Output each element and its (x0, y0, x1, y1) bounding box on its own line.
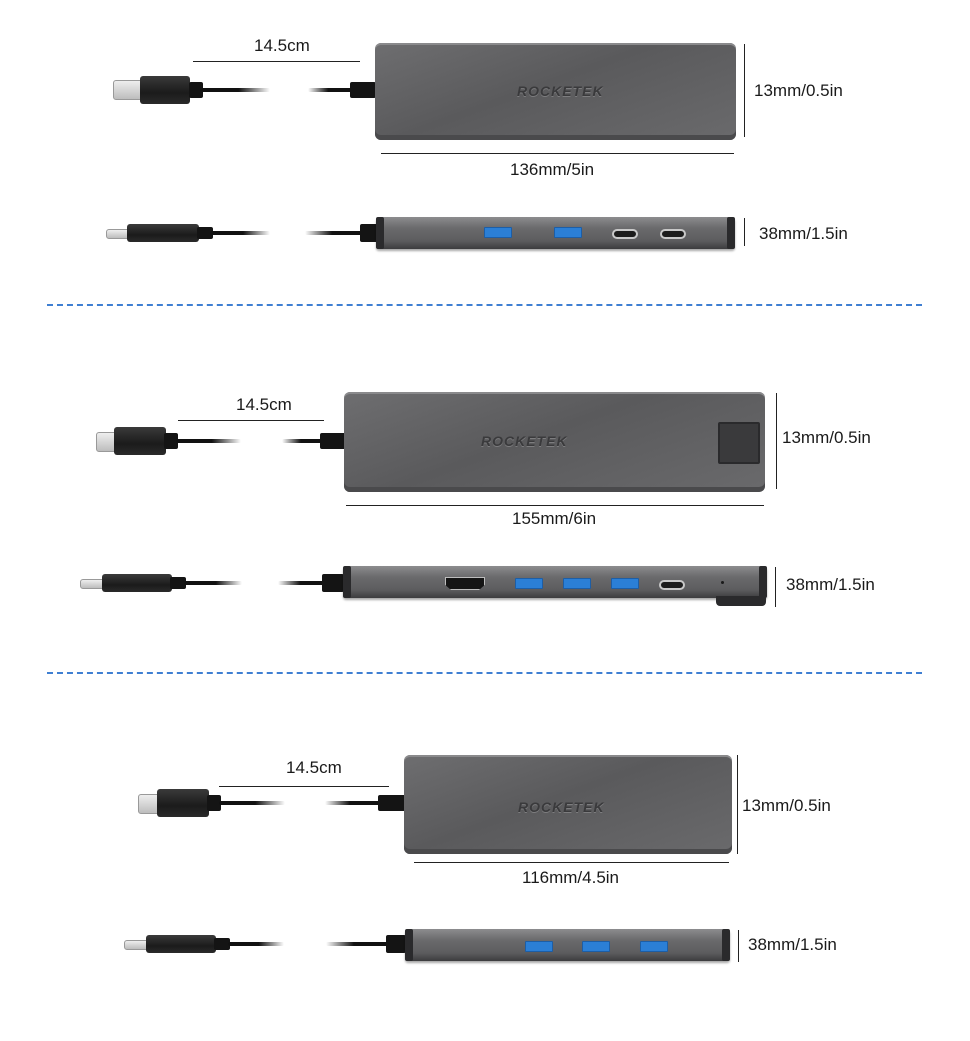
cable-strain-relief (322, 574, 344, 592)
cable-strain-relief (378, 795, 406, 811)
cable (176, 439, 241, 443)
thickness-dimension-line (744, 44, 745, 137)
usb-a-port (484, 227, 512, 238)
usb-a-port (515, 578, 543, 589)
thickness-label: 13mm/0.5in (754, 81, 843, 100)
cable-strain-relief (214, 938, 230, 950)
hub-end-cap (376, 217, 384, 249)
section-divider (47, 304, 922, 306)
thickness-dimension-line (737, 755, 738, 854)
usb-a-port (563, 578, 591, 589)
length-label: 116mm/4.5in (522, 868, 620, 887)
hub-top-view: ROCKETEK (375, 43, 736, 140)
usb-a-port (525, 941, 553, 952)
width-dimension-line (775, 567, 776, 607)
cable (278, 581, 328, 585)
usb-c-plug (140, 76, 190, 104)
cable-strain-relief (350, 82, 376, 98)
cable-strain-relief (164, 433, 178, 449)
section-divider (47, 672, 922, 674)
cable (210, 231, 270, 235)
brand-logo: ROCKETEK (517, 83, 604, 99)
hub-top-view: ROCKETEK (344, 392, 765, 492)
length-dimension-line (346, 505, 764, 506)
cable (282, 439, 324, 443)
usb-c-plug (146, 935, 216, 953)
cable-strain-relief (189, 82, 203, 98)
length-label: 155mm/6in (512, 509, 597, 528)
brand-logo: ROCKETEK (481, 433, 568, 449)
cable-strain-relief (386, 935, 406, 953)
usb-c-plug (127, 224, 199, 242)
thickness-label: 13mm/0.5in (742, 796, 831, 815)
cable-strain-relief (207, 795, 221, 811)
usb-a-port (640, 941, 668, 952)
ethernet-port (718, 422, 760, 464)
led-indicator (721, 581, 724, 584)
width-label: 38mm/1.5in (759, 224, 848, 243)
length-dimension-line (414, 862, 729, 863)
brand-logo: ROCKETEK (518, 799, 605, 815)
usb-a-port (582, 941, 610, 952)
usb-c-plug (102, 574, 172, 592)
cable (184, 581, 242, 585)
hub-end-cap (343, 566, 351, 598)
cable-strain-relief (197, 227, 213, 239)
ethernet-housing (716, 596, 766, 606)
cable-length-label: 14.5cm (286, 758, 342, 777)
usb-c-plug (114, 427, 166, 455)
width-dimension-line (744, 218, 745, 246)
hub-end-cap (405, 929, 413, 961)
cable-length-label: 14.5cm (236, 395, 292, 414)
usb-c-port (612, 229, 638, 239)
cable-length-line (193, 61, 360, 62)
cable (228, 942, 284, 946)
hdmi-port (445, 577, 485, 590)
usb-a-port (554, 227, 582, 238)
width-label: 38mm/1.5in (786, 575, 875, 594)
width-dimension-line (738, 930, 739, 962)
cable-length-label: 14.5cm (254, 36, 310, 55)
hub-end-cap (727, 217, 735, 249)
cable (200, 88, 270, 92)
hub-end-cap (759, 566, 767, 598)
hub-side-view (343, 566, 767, 598)
hub-side-view (376, 217, 735, 249)
cable-length-line (178, 420, 324, 421)
cable-length-line (219, 786, 389, 787)
usb-c-port (659, 580, 685, 590)
width-label: 38mm/1.5in (748, 935, 837, 954)
cable (308, 88, 353, 92)
usb-c-port (660, 229, 686, 239)
thickness-label: 13mm/0.5in (782, 428, 871, 447)
thickness-dimension-line (776, 393, 777, 489)
cable-strain-relief (360, 224, 378, 242)
length-dimension-line (381, 153, 734, 154)
cable (326, 942, 388, 946)
hub-side-view (405, 929, 730, 961)
hub-end-cap (722, 929, 730, 961)
cable (325, 801, 380, 805)
cable (219, 801, 285, 805)
length-label: 136mm/5in (510, 160, 595, 179)
usb-c-plug (157, 789, 209, 817)
usb-a-port (611, 578, 639, 589)
cable-strain-relief (320, 433, 346, 449)
hub-top-view: ROCKETEK (404, 755, 732, 854)
cable (305, 231, 365, 235)
cable-strain-relief (170, 577, 186, 589)
